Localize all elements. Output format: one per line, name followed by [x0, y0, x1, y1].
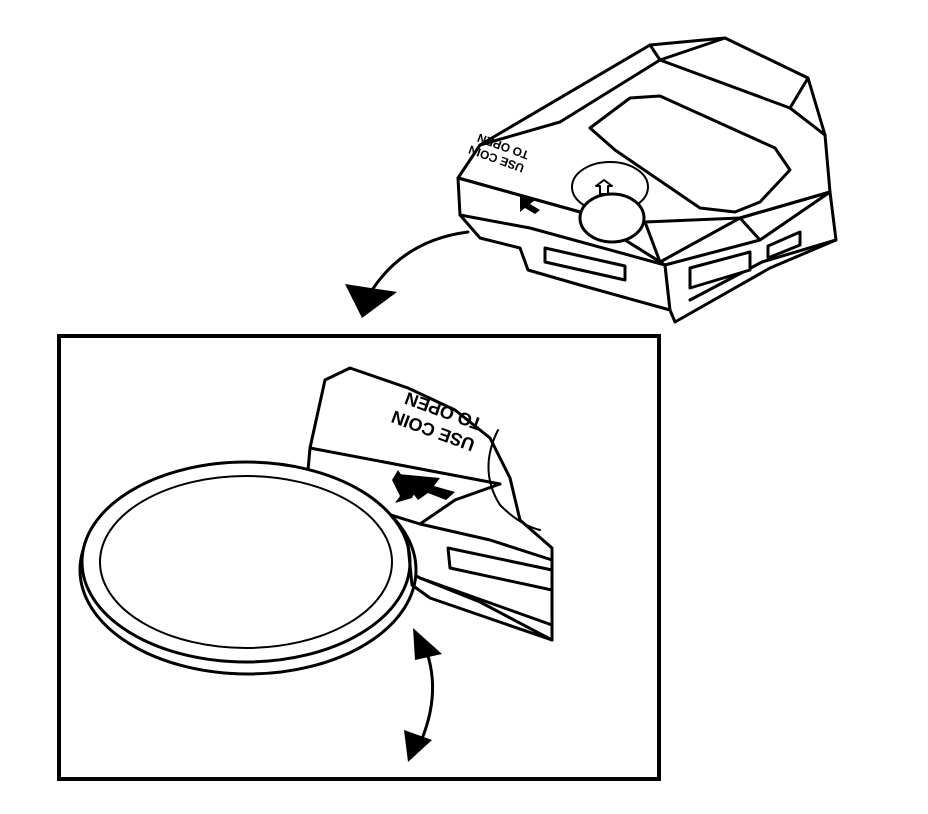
- battery-cell: [80, 460, 412, 664]
- fob-down-arrow-icon: [520, 196, 540, 214]
- detail-arrow-main: [398, 474, 455, 500]
- housing-lip: [406, 543, 554, 642]
- fob-slot-left: [543, 246, 627, 282]
- callout-curve: [370, 230, 470, 292]
- coin-recess-arc: [487, 429, 541, 531]
- callout-arrowhead-icon: [345, 284, 397, 318]
- fob-inner-panel: [588, 94, 792, 214]
- fob-edge-lines: [458, 213, 838, 302]
- fob-facet-lines: [478, 36, 827, 147]
- fob-slot-right: [766, 230, 802, 260]
- battery-cell-face: [99, 475, 393, 649]
- fob-slot-mid: [688, 250, 752, 290]
- detail-down-arrow-icon: [392, 470, 420, 503]
- housing-edges: [306, 446, 554, 627]
- swing-arrow-up-icon: [413, 628, 442, 660]
- key-fob-overview: USE COIN TO OPEN: [456, 36, 838, 324]
- detail-view: USE COIN TO OPEN: [78, 366, 554, 676]
- housing-slot: [446, 546, 554, 592]
- coin-slot-lower: [578, 192, 646, 244]
- swing-arrow-down-icon: [404, 730, 432, 762]
- open-arrow-icon: [595, 179, 613, 195]
